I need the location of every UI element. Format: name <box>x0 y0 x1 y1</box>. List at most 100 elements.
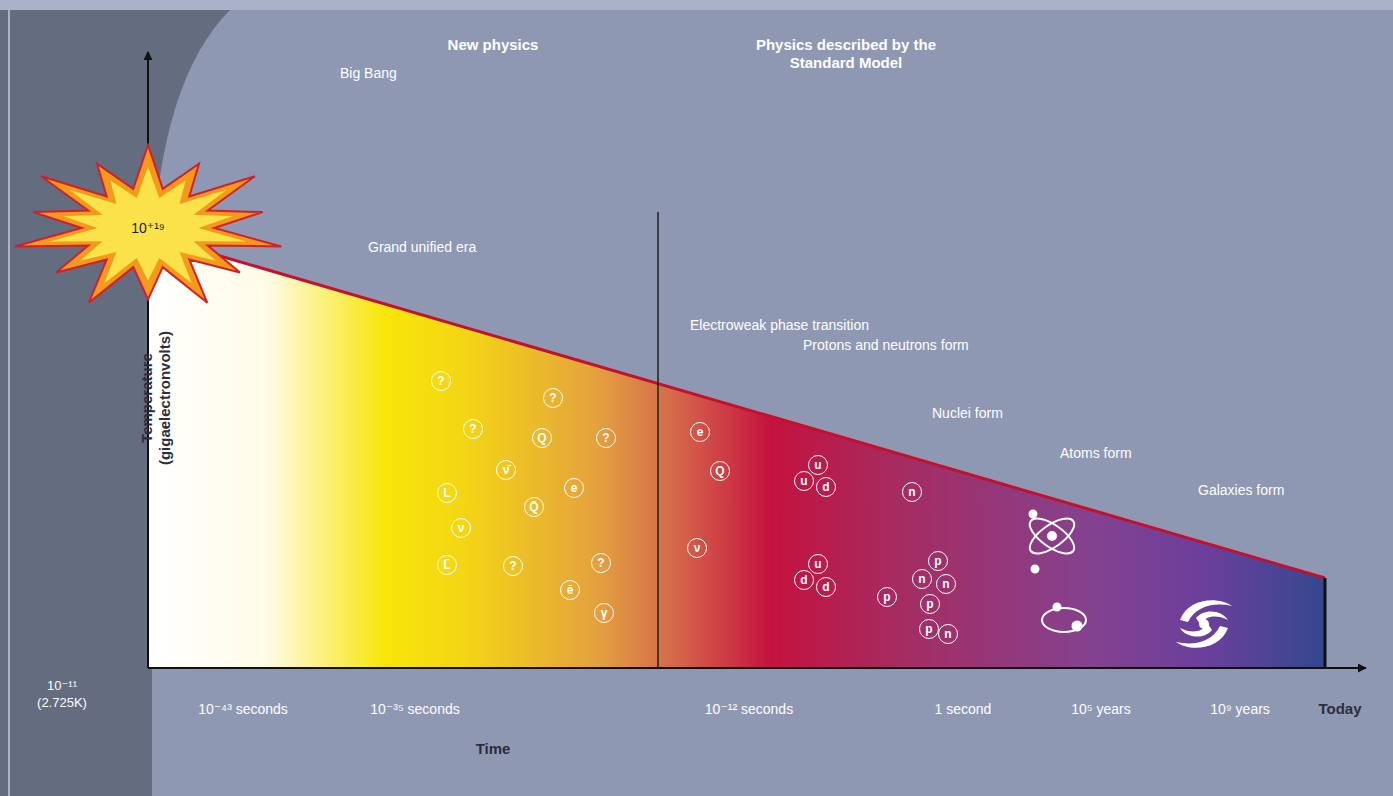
node-text: ? <box>597 557 604 570</box>
particle-circle: Q <box>532 428 552 448</box>
galaxy-icon <box>1176 600 1232 648</box>
node-text: n <box>942 578 949 591</box>
node-text: d <box>822 481 829 494</box>
node-text: n <box>908 486 915 499</box>
timeline-label: Electroweak phase transition <box>690 316 869 334</box>
timeline-label: 10⁻³⁵ seconds <box>370 700 459 718</box>
node-text: e <box>697 426 704 439</box>
timeline-label: 10⁹ years <box>1210 700 1270 718</box>
era-divider <box>657 212 659 668</box>
node-text: L̄ <box>443 559 450 572</box>
node-text: ? <box>602 432 609 445</box>
x-axis <box>148 667 1366 669</box>
particle-circle: n <box>902 482 922 502</box>
timeline-label: 10⁻¹² seconds <box>705 700 793 718</box>
era-heading: New physics <box>448 36 539 54</box>
timeline-label: 10⁻¹¹ <box>47 677 77 695</box>
atom-icon <box>1042 604 1086 633</box>
particle-circle: L <box>437 483 457 503</box>
timeline-label: Grand unified era <box>368 238 476 256</box>
particle-circle: ? <box>596 428 616 448</box>
timeline-label: Big Bang <box>340 64 397 82</box>
top-band <box>0 0 1393 10</box>
node-text: Q <box>537 432 546 445</box>
timeline-label: (2.725K) <box>37 694 87 712</box>
node-text: u <box>800 475 807 488</box>
timeline-label: Nuclei form <box>932 404 1003 422</box>
timeline-label: Galaxies form <box>1198 481 1284 499</box>
era-heading: Physics described by the Standard Model <box>731 36 961 72</box>
node-text: e <box>571 482 578 495</box>
node-text: p <box>925 623 932 636</box>
particle-circle: Q̄ <box>524 497 544 517</box>
particle-circle: n <box>912 569 932 589</box>
starburst: 10⁺¹⁹ <box>8 143 288 313</box>
node-text: u <box>814 558 821 571</box>
node-text: n <box>944 628 951 641</box>
particle-circle: ? <box>463 419 483 439</box>
particle-circle: ? <box>543 388 563 408</box>
left-border <box>8 10 10 796</box>
particle-circle: L̄ <box>437 555 457 575</box>
era-band <box>148 235 1325 668</box>
node-text: ? <box>437 375 444 388</box>
particle-circle: ? <box>431 371 451 391</box>
node-text: 10⁺¹⁹ <box>131 222 165 235</box>
timeline-label: Atoms form <box>1060 444 1132 462</box>
particle-circle: e <box>690 422 710 442</box>
node-text: γ <box>601 607 608 620</box>
node-text: ē <box>567 584 574 597</box>
timeline-label: Time <box>476 740 511 758</box>
starburst-inner <box>50 167 247 283</box>
particle-circle: ν <box>451 518 471 538</box>
particle-circle: u <box>794 471 814 491</box>
particle-circle: e <box>564 478 584 498</box>
node-text: d <box>822 581 829 594</box>
timeline-label: Protons and neutrons form <box>803 336 969 354</box>
node-text: Q̄ <box>529 501 538 514</box>
particle-circle: d <box>816 577 836 597</box>
particle-circle: p <box>928 551 948 571</box>
timeline-label: 1 second <box>935 700 992 718</box>
particle-circle: p <box>919 619 939 639</box>
node-text: ν <box>694 542 701 555</box>
particle-circle: p <box>920 594 940 614</box>
particle-circle: u <box>808 455 828 475</box>
particle-circle: ν̄ <box>496 460 516 480</box>
particle-circle: ē <box>560 580 580 600</box>
node-text: d <box>800 574 807 587</box>
temperature-line <box>148 235 1325 578</box>
node-text: p <box>883 591 890 604</box>
node-text: L <box>443 487 450 500</box>
node-text: n <box>918 573 925 586</box>
node-text: ? <box>469 423 476 436</box>
particle-circle: n <box>938 624 958 644</box>
node-text: u <box>814 459 821 472</box>
node-text: p <box>926 598 933 611</box>
node-text: ν̄ <box>503 464 510 477</box>
node-text: ? <box>549 392 556 405</box>
particle-circle: u <box>808 554 828 574</box>
particle-circle: d <box>816 477 836 497</box>
particle-circle: ν <box>687 538 707 558</box>
particle-circle: Q <box>710 461 730 481</box>
starburst-outer <box>15 145 282 303</box>
node-text: ν <box>458 522 465 535</box>
axis-title: Temperature (gigaelectronvolts) <box>138 308 174 488</box>
particle-circle: γ <box>594 603 614 623</box>
timeline-label: 10⁵ years <box>1071 700 1131 718</box>
today-marker <box>1324 578 1327 668</box>
node-text: p <box>934 555 941 568</box>
node-text: Q <box>715 465 724 478</box>
particle-circle: n <box>936 574 956 594</box>
particle-circle: d <box>794 570 814 590</box>
timeline-label: Today <box>1318 700 1361 718</box>
timeline-label: 10⁻⁴³ seconds <box>198 700 288 718</box>
particle-circle: ? <box>591 553 611 573</box>
particle-circle: p <box>877 587 897 607</box>
node-text: ? <box>509 560 516 573</box>
particle-circle: ? <box>503 556 523 576</box>
atom-icon <box>1024 511 1079 573</box>
